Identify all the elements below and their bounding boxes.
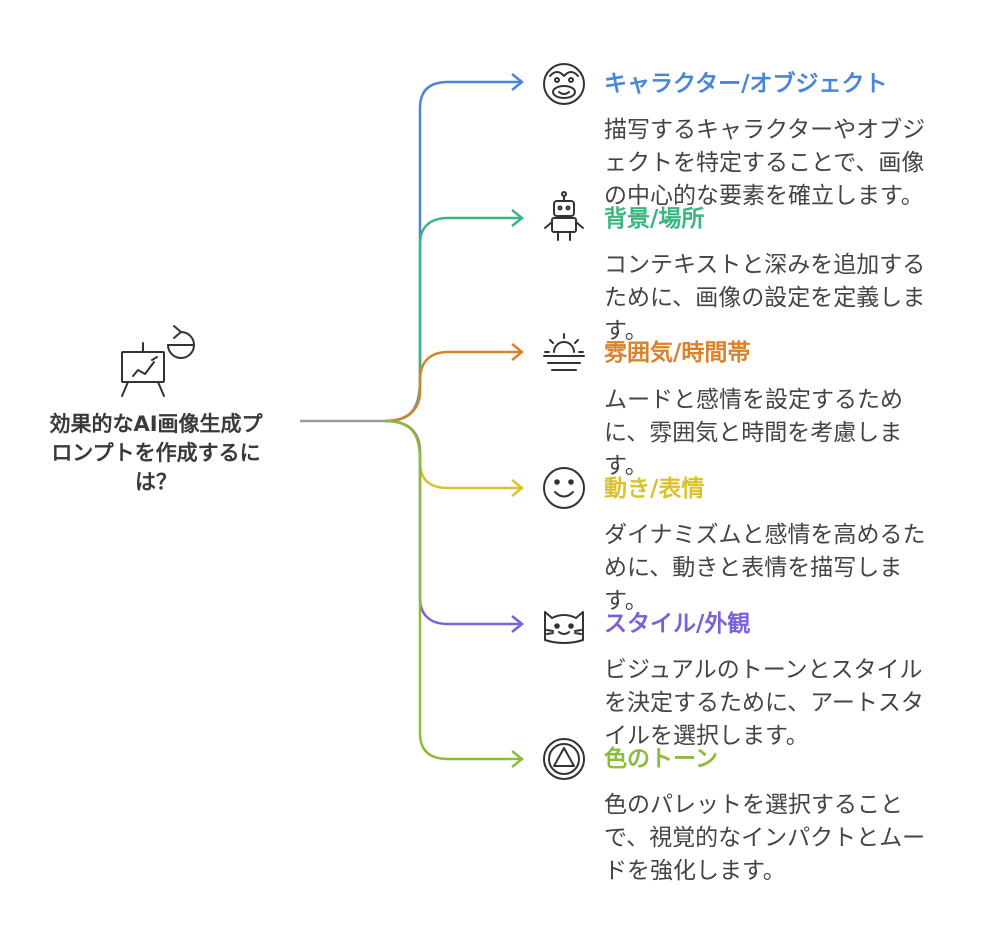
branch-connector-atmosphere [384,350,520,423]
branch-connector-character [384,80,520,423]
desc-line: の中心的な要素を確立します。 [604,183,924,209]
desc-line: めに、動きと表情を描写しま [604,555,903,581]
triangle-circle-icon [543,738,585,780]
monkey-face-icon [543,63,585,105]
branch-desc-atmosphere: ムードと感情を設定するため に、雰囲気と時間を考慮しま す。 [604,384,964,483]
branch-title-motion: 動き/表情 [604,476,705,502]
root-topic: 効果的なAI画像生成プ ロンプトを作成するに は？ [26,410,286,497]
desc-line: イルを選択します。 [604,723,809,749]
desc-line: を決定するために、アートスタ [604,690,924,716]
desc-line: で、視覚的なインパクトとムー [604,825,926,851]
branch-connector-motion [384,419,520,490]
desc-line: 色のパレットを選択すること [604,792,903,818]
branch-title-background: 背景/場所 [604,206,705,232]
desc-line: ムードと感情を設定するため [604,387,903,413]
branch-title-atmosphere: 雰囲気/時間帯 [604,340,751,366]
branch-desc-character: 描写するキャラクターやオブジ ェクトを特定することで、画像 の中心的な要素を確立… [604,114,964,213]
desc-line: に、雰囲気と時間を考慮しま [604,420,903,446]
branch-connector-background [384,216,520,423]
desc-line: ビジュアルのトーンとスタイル [604,657,923,683]
arrow-head-color [511,750,525,768]
desc-line: す。 [604,588,648,614]
arrow-head-style [511,615,525,633]
arrow-head-motion [511,479,525,497]
desc-line: す。 [604,318,648,344]
arrow-head-background [511,209,525,227]
arrow-head-atmosphere [511,343,525,361]
desc-line: ダイナミズムと感情を高めるた [604,522,926,548]
cat-face-icon [544,611,584,644]
easel-refresh-icon [121,325,195,397]
branch-connector-color [384,419,520,761]
branch-desc-color: 色のパレットを選択すること で、視覚的なインパクトとムー ドを強化します。 [604,789,964,888]
desc-line: す。 [604,453,648,479]
desc-line: ために、画像の設定を定義しま [604,285,926,311]
branch-desc-background: コンテキストと深みを追加する ために、画像の設定を定義しま す。 [604,249,964,348]
desc-line: コンテキストと深みを追加する [604,252,926,278]
desc-line: ェクトを特定することで、画像 [604,150,925,176]
arrow-head-character [511,73,525,91]
branch-title-color: 色のトーン [604,746,718,772]
root-title-line-2: ロンプトを作成するに [51,441,261,465]
root-title-line-3: は？ [135,470,177,494]
branch-desc-motion: ダイナミズムと感情を高めるた めに、動きと表情を描写しま す。 [604,519,964,618]
desc-line: 描写するキャラクターやオブジ [604,117,926,143]
sunset-icon [543,333,585,371]
desc-line: ドを強化します。 [604,858,786,884]
root-title-line-1: 効果的なAI画像生成プ [49,412,263,436]
smiley-face-icon [543,467,585,509]
branch-title-character: キャラクター/オブジェクト [604,71,888,97]
robot-icon [544,191,584,241]
branch-connector-style [384,419,520,626]
branch-desc-style: ビジュアルのトーンとスタイル を決定するために、アートスタ イルを選択します。 [604,654,964,753]
branch-title-style: スタイル/外観 [604,611,751,637]
